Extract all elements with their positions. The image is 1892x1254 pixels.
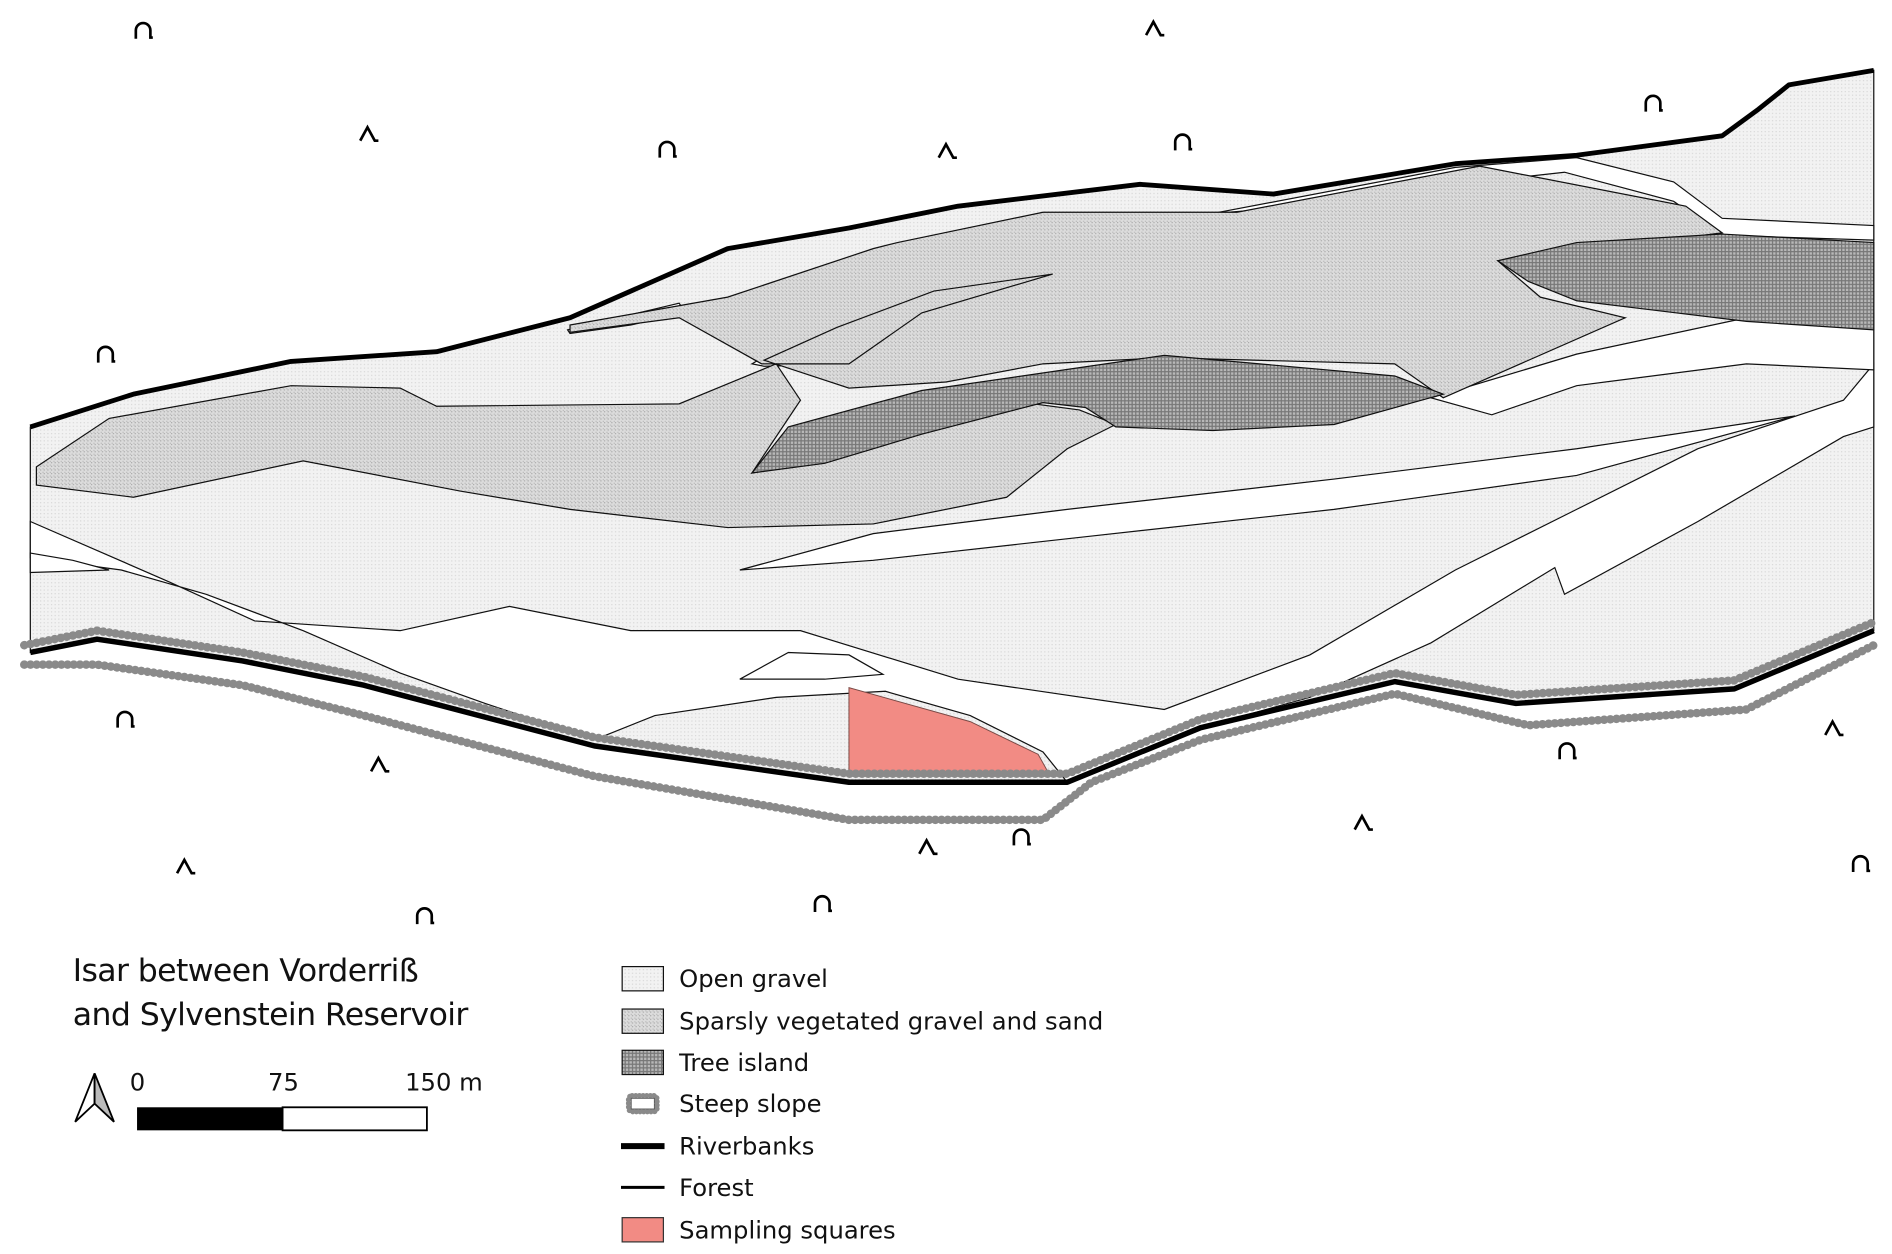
- riverbank-north: [29, 67, 1875, 430]
- forest-icon: [813, 894, 834, 914]
- lens-channel: [739, 651, 885, 680]
- legend-label: Steep slope: [679, 1089, 822, 1119]
- forest-icon: [1558, 742, 1578, 761]
- slope-icon: [358, 126, 380, 143]
- forest-icon: [1644, 94, 1665, 113]
- legend-label: Open gravel: [679, 964, 828, 994]
- tree-island: [750, 354, 1446, 474]
- legend-label: Sampling squares: [679, 1214, 896, 1244]
- slope-icon: [937, 142, 959, 159]
- riverbank-line-icon: [620, 1142, 665, 1149]
- open-gravel-swatch-icon: [621, 966, 665, 992]
- scale-label-75: 75: [268, 1067, 299, 1097]
- sparse-vegetation-swatch-icon: [621, 1007, 665, 1034]
- steep-slope: [20, 617, 1879, 825]
- main-channel: [29, 362, 1875, 783]
- legend-item-sparse-vegetation: Sparsly vegetated gravel and sand: [621, 1000, 1103, 1042]
- forest-icon: [1173, 133, 1194, 152]
- legend-item-forest: Forest: [620, 1167, 1103, 1209]
- legend-label: Forest: [679, 1172, 754, 1203]
- legend-item-tree-island: Tree island: [621, 1042, 1103, 1084]
- left-channel: [29, 552, 110, 574]
- forest-icon: [415, 907, 436, 926]
- scale-bar: [137, 1106, 428, 1132]
- riverbank-south: [29, 628, 1875, 785]
- riverbanks: [29, 67, 1875, 785]
- legend-label: Sparsly vegetated gravel and sand: [679, 1006, 1104, 1036]
- legend-item-riverbanks: Riverbanks: [620, 1125, 1103, 1167]
- forest-icon: [1851, 854, 1872, 874]
- slope-icon: [917, 839, 939, 856]
- forest-icon: [1012, 828, 1033, 847]
- north-arrow-icon: [74, 1072, 115, 1123]
- slope-icon: [175, 858, 197, 875]
- tree-island-swatch-icon: [621, 1049, 665, 1076]
- legend-item-open-gravel: Open gravel: [621, 958, 1103, 1000]
- scale-label-0: 0: [129, 1067, 146, 1097]
- forest-icon: [96, 345, 117, 364]
- legend-item-sampling-squares: Sampling squares: [621, 1208, 1103, 1250]
- forest-icon: [116, 710, 136, 730]
- forest-icon: [134, 21, 155, 41]
- legend-label: Riverbanks: [679, 1131, 815, 1161]
- sampling-square: [848, 687, 1052, 777]
- slope-icon: [1823, 720, 1845, 737]
- scale-label-150: 150 m: [405, 1067, 483, 1097]
- legend: Open gravel Sparsly vegetated gravel and…: [620, 958, 1103, 1250]
- side-channel: [739, 415, 1796, 571]
- legend-item-steep-slope: Steep slope: [621, 1083, 1103, 1125]
- slope-icon: [1144, 20, 1166, 37]
- sampling-square-swatch-icon: [621, 1216, 665, 1242]
- tree-island: [1496, 233, 1875, 331]
- map-title: Isar between Vorderriß and Sylvenstein R…: [72, 950, 469, 1037]
- forest-line-icon: [620, 1185, 665, 1190]
- forest-icon: [658, 140, 679, 159]
- sparse-vegetation-area: [569, 165, 1724, 399]
- slope-icon: [1353, 814, 1375, 831]
- right-channel: [1428, 312, 1875, 416]
- legend-label: Tree island: [679, 1047, 810, 1077]
- sparse-vegetation-area: [35, 363, 1118, 529]
- map-title-line-2: and Sylvenstein Reservoir: [72, 996, 469, 1034]
- slope-icon: [369, 756, 391, 773]
- steep-slope-swatch-icon: [625, 1093, 660, 1115]
- map-title-line-1: Isar between Vorderriß: [72, 953, 419, 990]
